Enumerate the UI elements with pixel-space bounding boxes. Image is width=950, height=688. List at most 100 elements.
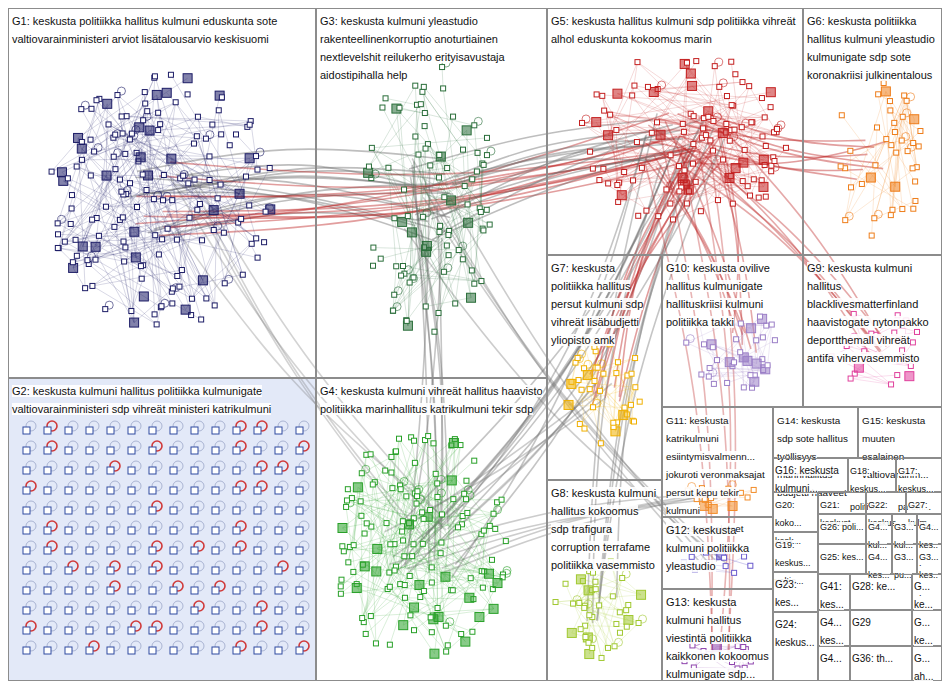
- vertex: [472, 123, 477, 128]
- vertex: [750, 377, 759, 386]
- vertex: [345, 487, 350, 492]
- vertex: [78, 242, 87, 251]
- vertex: [484, 207, 489, 212]
- vertex: [622, 405, 627, 410]
- vertex: [605, 645, 610, 650]
- intra-edge: [733, 98, 762, 106]
- vertex: [415, 494, 420, 499]
- vertex: [416, 152, 421, 157]
- vertex: [152, 74, 157, 79]
- intra-edge: [393, 165, 430, 310]
- vertex: [614, 371, 619, 376]
- vertex: [55, 245, 60, 250]
- vertex: [731, 360, 736, 365]
- vertex: [453, 301, 458, 306]
- vertex: [162, 88, 171, 97]
- intra-edge: [616, 373, 639, 402]
- intra-edge: [579, 603, 592, 617]
- vertex: [170, 286, 175, 291]
- vertex: [378, 256, 383, 261]
- intra-edge: [352, 498, 402, 531]
- vertex: [351, 569, 356, 574]
- vertex: [371, 245, 376, 250]
- vertex: [597, 388, 602, 393]
- vertex: [718, 129, 727, 138]
- intra-edge: [713, 121, 743, 163]
- intra-edge: [131, 200, 172, 311]
- intra-edge: [841, 166, 914, 208]
- vertex: [590, 645, 595, 650]
- intra-edge: [654, 92, 772, 166]
- vertex: [408, 613, 413, 618]
- vertex: [122, 259, 127, 264]
- intra-edge: [907, 101, 917, 167]
- intra-edge: [77, 167, 162, 240]
- vertex: [429, 630, 434, 635]
- intra-edge: [362, 441, 414, 618]
- vertex: [183, 74, 192, 83]
- edge-bundle: [438, 120, 700, 235]
- vertex: [437, 175, 442, 180]
- vertex: [754, 338, 759, 343]
- vertex: [139, 292, 148, 301]
- vertex: [392, 292, 397, 297]
- vertex: [407, 280, 412, 285]
- vertex: [741, 385, 746, 390]
- vertex: [684, 185, 693, 194]
- intra-edge: [132, 134, 215, 306]
- vertex: [247, 203, 252, 208]
- vertex: [693, 179, 698, 184]
- vertex: [165, 226, 170, 231]
- vertex: [703, 133, 708, 138]
- intra-edge: [850, 151, 902, 209]
- vertex: [79, 157, 84, 162]
- vertex: [89, 106, 94, 111]
- vertex: [769, 322, 774, 327]
- vertex: [916, 144, 921, 149]
- vertex: [174, 237, 179, 242]
- vertex: [401, 538, 406, 543]
- vertex: [414, 501, 419, 506]
- vertex: [602, 108, 607, 113]
- vertex: [428, 507, 433, 512]
- vertex: [740, 80, 745, 85]
- intra-edge: [341, 575, 503, 594]
- vertex: [156, 252, 161, 257]
- vertex: [493, 526, 498, 531]
- vertex: [890, 207, 895, 212]
- vertex: [422, 124, 427, 129]
- vertex: [599, 655, 604, 660]
- vertex: [404, 494, 409, 499]
- vertex: [145, 126, 154, 135]
- vertex: [340, 544, 345, 549]
- intra-edge: [463, 150, 465, 186]
- intra-edge: [604, 111, 657, 123]
- vertex: [450, 588, 455, 593]
- vertex: [750, 120, 755, 125]
- vertex: [167, 154, 176, 163]
- vertex: [397, 105, 402, 110]
- vertex: [614, 621, 619, 626]
- vertex: [215, 196, 220, 201]
- vertex: [462, 184, 467, 189]
- intra-edge: [362, 436, 428, 618]
- vertex: [741, 645, 746, 650]
- intra-edge: [433, 497, 438, 616]
- intra-edge: [608, 122, 751, 135]
- vertex: [447, 476, 456, 485]
- intra-edge: [578, 358, 627, 414]
- vertex: [900, 207, 905, 212]
- intra-edge: [143, 120, 163, 200]
- vertex: [748, 373, 753, 378]
- vertex: [465, 510, 470, 515]
- intra-edge: [851, 153, 896, 188]
- intra-edge: [582, 123, 683, 178]
- intra-edge: [619, 117, 765, 182]
- vertex: [763, 194, 768, 199]
- vertex: [729, 59, 734, 64]
- vertex: [553, 600, 558, 605]
- vertex: [207, 177, 212, 182]
- vertex: [479, 279, 484, 284]
- vertex: [459, 632, 464, 637]
- intra-edge: [556, 596, 613, 602]
